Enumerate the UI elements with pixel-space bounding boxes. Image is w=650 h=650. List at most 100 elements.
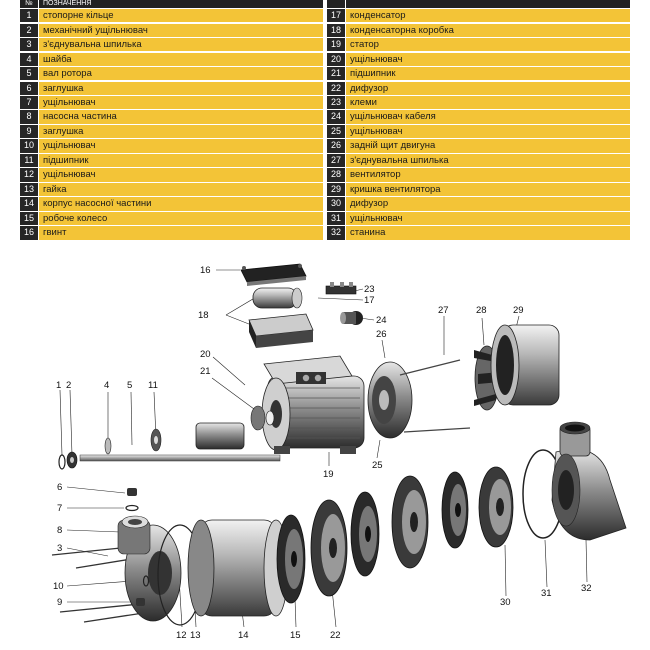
callout-2: 2 (66, 380, 71, 391)
part-label: ущільнювач (39, 139, 323, 153)
callout-16: 16 (200, 265, 211, 276)
capacitor-box-cover (240, 263, 307, 286)
callout-5: 5 (127, 380, 132, 391)
pump-casing-base (551, 421, 627, 541)
legend-header: № ПОЗНАЧЕННЯ (20, 0, 323, 8)
diffuser-stage-3 (478, 466, 514, 548)
part-number: 4 (20, 52, 38, 66)
callout-9: 9 (57, 597, 62, 608)
callout-30: 30 (500, 597, 511, 608)
part-label: корпус насосної частини (39, 197, 323, 211)
part-label: ущільнювач (346, 124, 630, 139)
part-label: механічний ущільнювач (39, 23, 323, 37)
part-label: задній щит двигуна (346, 139, 630, 153)
part-number: 7 (20, 96, 38, 110)
part-label: конденсатор (346, 9, 630, 23)
rotor-shaft (79, 405, 281, 462)
part-number: 29 (327, 182, 345, 197)
mechanical-seal (66, 451, 78, 469)
callout-23: 23 (364, 284, 375, 295)
part-number: 27 (327, 153, 345, 168)
part-label: ущільнювач (346, 52, 630, 66)
capacitor-box-base (248, 313, 314, 348)
part-label: дифузор (346, 81, 630, 95)
callout-14: 14 (238, 630, 249, 641)
rear-motor-shield (367, 361, 413, 439)
lower-plug-seal (142, 575, 150, 587)
callout-6: 6 (57, 482, 62, 493)
part-label: кришка вентилятора (346, 182, 630, 197)
part-label: вал ротора (39, 67, 323, 81)
callout-12: 12 (176, 630, 187, 641)
part-number: 2 (20, 23, 38, 37)
fan-cover (490, 324, 560, 406)
callout-20: 20 (200, 349, 211, 360)
callout-26: 26 (376, 329, 387, 340)
callout-19: 19 (323, 469, 334, 480)
pump-body-drum (187, 519, 289, 617)
part-number: 12 (20, 168, 38, 182)
callout-22: 22 (330, 630, 341, 641)
part-number: 23 (327, 96, 345, 110)
part-number: 6 (20, 81, 38, 95)
exploded-pump-diagram: 16 23 17 18 24 26 27 28 29 20 21 1 2 4 5… (51, 263, 627, 641)
part-number: 14 (20, 197, 38, 211)
plug-seal (125, 504, 139, 512)
tie-rods-rear (399, 359, 471, 433)
callout-17: 17 (364, 295, 375, 306)
part-label: підшипник (346, 67, 630, 81)
part-label: заглушка (39, 124, 323, 139)
callout-24: 24 (376, 315, 387, 326)
callout-3: 3 (57, 543, 62, 554)
part-number: 31 (327, 211, 345, 226)
motor-stator-housing (261, 355, 365, 454)
part-number: 30 (327, 197, 345, 211)
callout-7: 7 (57, 503, 62, 514)
part-label: робоче колесо (39, 211, 323, 226)
part-label: з'єднувальна шпилька (346, 153, 630, 168)
part-number: 20 (327, 52, 345, 66)
part-number: 3 (20, 38, 38, 52)
part-number: 18 (327, 23, 345, 37)
part-number: 15 (20, 211, 38, 226)
callout-18: 18 (198, 310, 209, 321)
part-number: 22 (327, 81, 345, 95)
capacitor-cylinder (252, 287, 303, 309)
part-label: станина (346, 226, 630, 240)
callout-32: 32 (581, 583, 592, 594)
legend-header-number-cell (327, 0, 345, 8)
part-label: гайка (39, 182, 323, 197)
part-number: 10 (20, 139, 38, 153)
part-number: 5 (20, 67, 38, 81)
diffuser-stage-1 (310, 499, 348, 597)
callout-27: 27 (438, 305, 449, 316)
part-label: з'єднувальна шпилька (39, 38, 323, 52)
callout-21: 21 (200, 366, 211, 377)
part-label: ущільнювач кабеля (346, 110, 630, 124)
cable-gland (340, 311, 363, 325)
part-number: 9 (20, 124, 38, 139)
part-label: гвинт (39, 226, 323, 240)
